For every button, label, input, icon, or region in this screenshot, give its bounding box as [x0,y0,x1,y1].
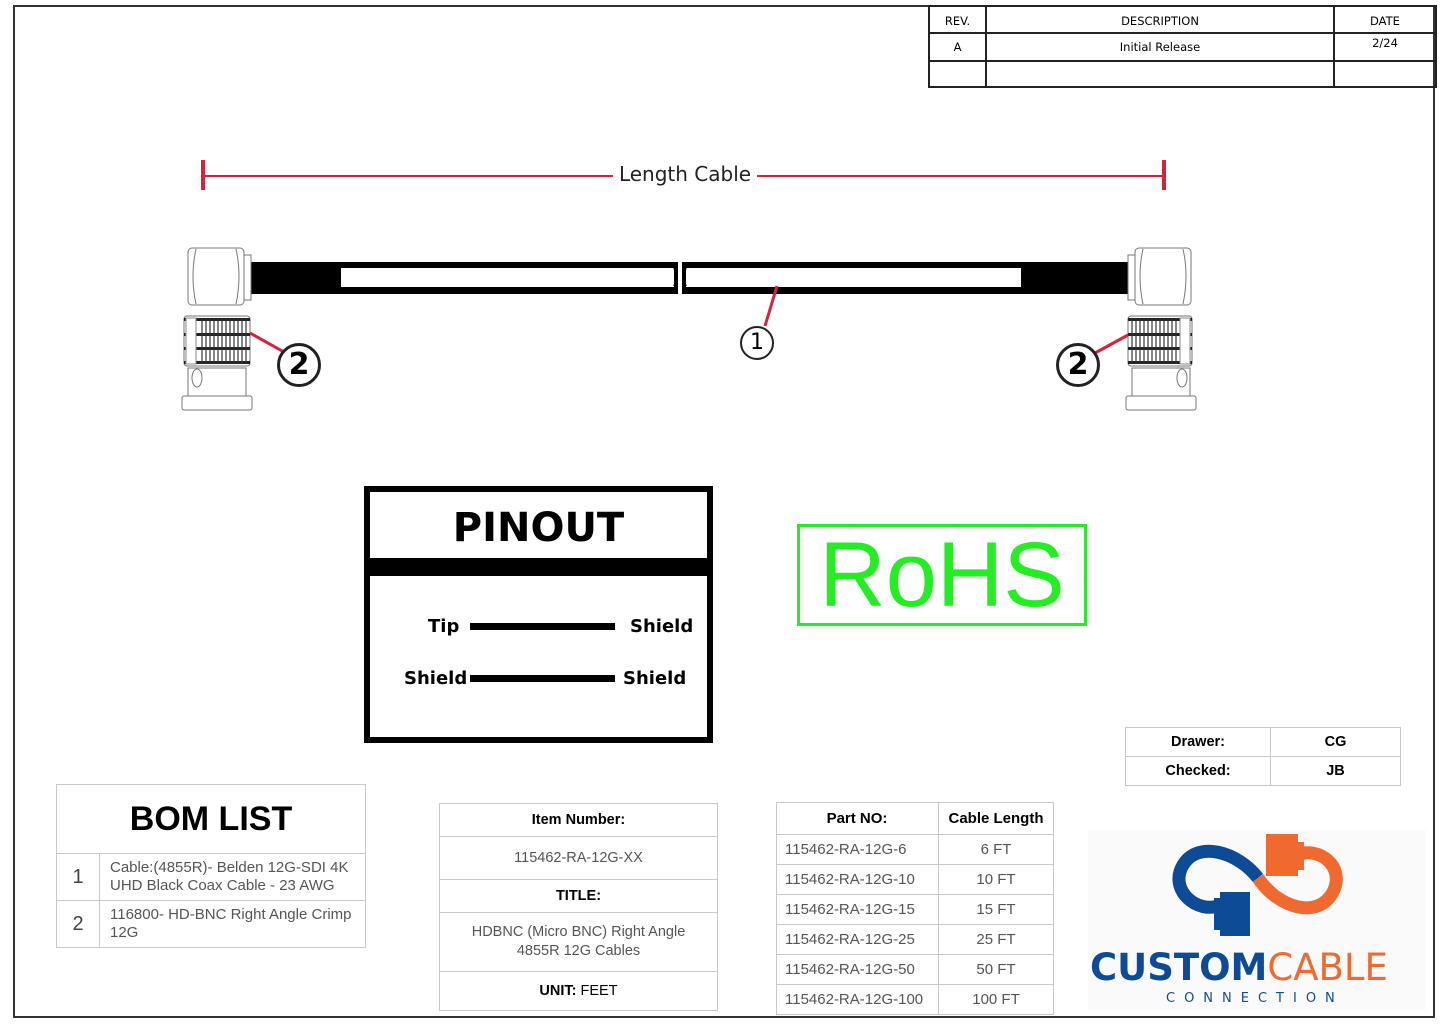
title-line-2: 4855R 12G Cables [516,943,641,959]
pin-right-shield: Shield [623,668,687,689]
table-row: 115462-RA-12G-50 50 FT [776,954,1054,985]
rohs-badge: RoHS [797,524,1087,626]
drawer-value: CG [1270,727,1401,757]
part-no-header: Part NO: [776,802,939,835]
unit-row: UNIT: FEET [439,971,718,1011]
dimension-tick-right [1162,160,1166,190]
part-number: 115462-RA-12G-10 [776,864,939,895]
pin-left-shield: Shield [404,668,468,689]
pinout-box: PINOUT Tip Shield Shield Shield [364,486,713,743]
signoff-table: Drawer: CG Checked: JB [1125,727,1401,786]
part-number: 115462-RA-12G-50 [776,954,939,985]
part-numbers-table: Part NO: Cable Length 115462-RA-12G-6 6 … [776,802,1054,1015]
cable-drawing-svg [181,247,1197,411]
bom-item-number: 2 [56,900,100,948]
title-value: HDBNC (Micro BNC) Right Angle 4855R 12G … [439,912,718,972]
cable-length: 10 FT [938,864,1054,895]
part-number: 115462-RA-12G-100 [776,984,939,1015]
company-logo: CUSTOMCABLE CONNECTION [1088,830,1426,1010]
description-value: Initial Release [985,32,1335,62]
part-number: 115462-RA-12G-15 [776,894,939,925]
bom-item-number: 1 [56,853,100,901]
revision-table: REV. DESCRIPTION DATE A Initial Release … [928,5,1437,88]
callout-connector-right: 2 [1056,343,1100,387]
unit-label: UNIT: [539,983,577,999]
cable-length-header: Cable Length [938,802,1054,835]
bom-row: 2 116800- HD-BNC Right Angle Crimp 12G [56,900,366,948]
table-row: 115462-RA-12G-6 6 FT [776,834,1054,865]
checked-value: JB [1270,756,1401,786]
date-value: 2/24 [1333,32,1437,62]
date-value-empty [1333,60,1437,88]
date-header: DATE [1333,5,1437,34]
logo-word-custom: CUSTOM [1090,946,1268,989]
callout-cable: 1 [740,326,774,360]
cable-length: 15 FT [938,894,1054,925]
title-label: TITLE: [439,879,718,913]
rev-value-empty [928,60,987,88]
rev-value: A [928,32,987,62]
description-header: DESCRIPTION [985,5,1335,34]
bom-table: BOM LIST 1 Cable:(4855R)- Belden 12G-SDI… [56,784,366,948]
table-row: 115462-RA-12G-25 25 FT [776,924,1054,955]
logo-subtitle: CONNECTION [1166,991,1344,1006]
table-row: 115462-RA-12G-10 10 FT [776,864,1054,895]
tip-wire [470,623,615,630]
part-number: 115462-RA-12G-6 [776,834,939,865]
cable-length: 25 FT [938,924,1054,955]
item-number-label: Item Number: [439,803,718,837]
bom-item-description: 116800- HD-BNC Right Angle Crimp 12G [99,900,366,948]
table-row: 115462-RA-12G-100 100 FT [776,984,1054,1015]
title-line-1: HDBNC (Micro BNC) Right Angle [471,924,686,940]
item-info-table: Item Number: 115462-RA-12G-XX TITLE: HDB… [439,803,718,1011]
cable-length: 50 FT [938,954,1054,985]
cable-length: 6 FT [938,834,1054,865]
cable-length: 100 FT [938,984,1054,1015]
logo-word-cable: CABLE [1267,946,1388,989]
item-number-value: 115462-RA-12G-XX [439,836,718,880]
pin-left-tip: Tip [428,616,460,637]
pinout-divider [370,558,707,576]
pin-right-tip: Shield [630,616,694,637]
description-value-empty [985,60,1335,88]
checked-label: Checked: [1125,756,1271,786]
unit-value: FEET [580,983,618,999]
callout-connector-left: 2 [277,343,321,387]
drawing-sheet-border [13,5,1435,1018]
drawer-label: Drawer: [1125,727,1271,757]
table-row: 115462-RA-12G-15 15 FT [776,894,1054,925]
part-number: 115462-RA-12G-25 [776,924,939,955]
dimension-label: Length Cable [612,162,758,186]
dimension-label-wrap: Length Cable [0,162,1370,186]
rev-header: REV. [928,5,987,34]
bom-item-description: Cable:(4855R)- Belden 12G-SDI 4K UHD Bla… [99,853,366,901]
bom-row: 1 Cable:(4855R)- Belden 12G-SDI 4K UHD B… [56,853,366,901]
bom-title: BOM LIST [56,784,366,854]
cable-assembly-drawing [0,0,1445,430]
logo-wordmark: CUSTOMCABLE [1090,948,1388,988]
pinout-title: PINOUT [452,505,625,551]
shield-wire [470,675,615,682]
infinity-cable-icon [1172,834,1343,936]
